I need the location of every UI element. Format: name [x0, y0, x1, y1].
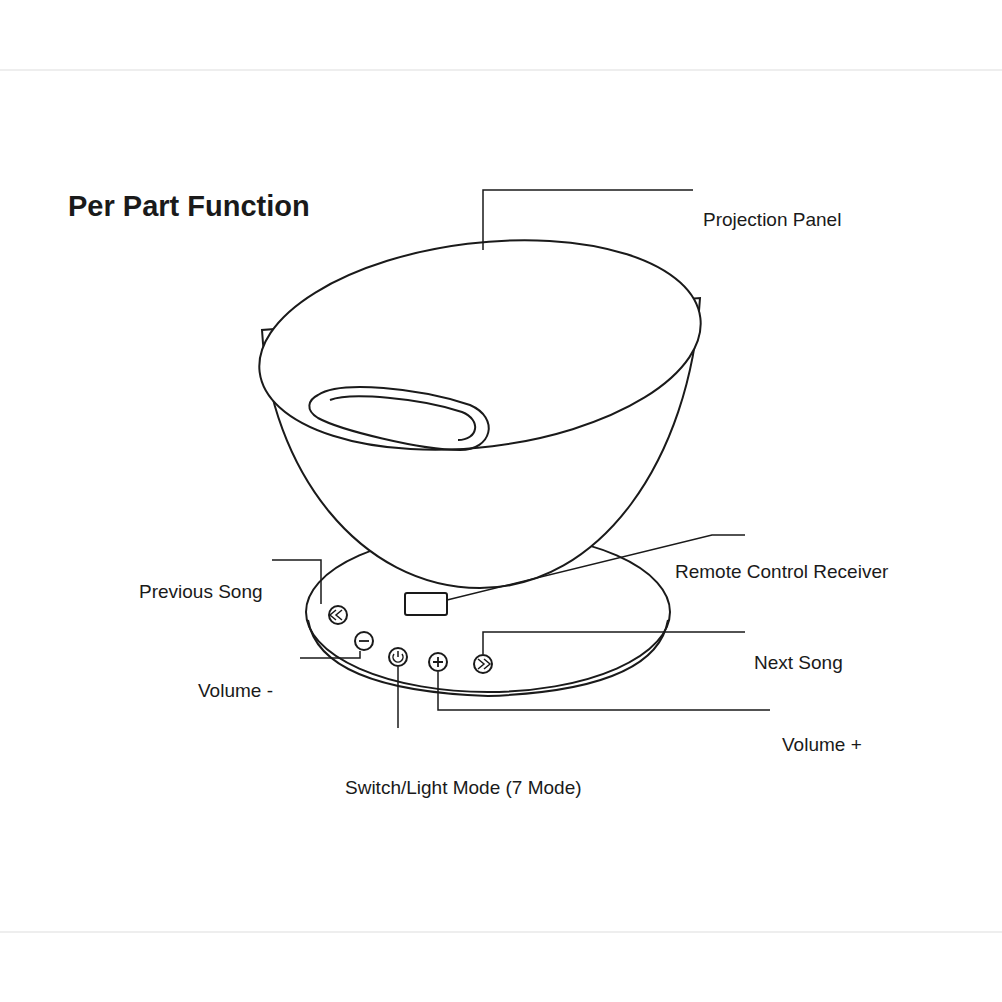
part-label: Previous Song — [139, 581, 263, 603]
minus-icon — [359, 640, 369, 642]
plus-icon — [433, 657, 443, 667]
speaker-slot-inner — [330, 396, 475, 440]
speaker-slot — [309, 387, 488, 450]
previous-icon — [330, 610, 342, 620]
power-button — [389, 648, 407, 666]
power-icon — [393, 651, 403, 662]
previous-button — [329, 606, 347, 624]
leader-line — [272, 560, 321, 604]
volume-down-button — [355, 632, 373, 650]
part-label: Projection Panel — [703, 209, 841, 231]
leader-line — [483, 632, 745, 654]
top-rule — [0, 70, 1002, 71]
projection-panel — [247, 217, 713, 474]
volume-up-button — [429, 653, 447, 671]
leader-line — [483, 190, 693, 250]
diagram-title: Per Part Function — [68, 190, 310, 223]
part-label: Next Song — [754, 652, 843, 674]
leader-line — [300, 651, 360, 658]
leader-line — [438, 672, 770, 710]
next-icon — [478, 659, 490, 669]
leader-line — [397, 667, 399, 728]
part-label: Remote Control Receiver — [675, 561, 888, 583]
next-button — [474, 655, 492, 673]
remote-receiver-window — [405, 593, 447, 615]
bottom-rule — [0, 932, 1002, 933]
part-label: Volume - — [198, 680, 273, 702]
part-label: Switch/Light Mode (7 Mode) — [345, 777, 582, 799]
part-label: Volume + — [782, 734, 862, 756]
